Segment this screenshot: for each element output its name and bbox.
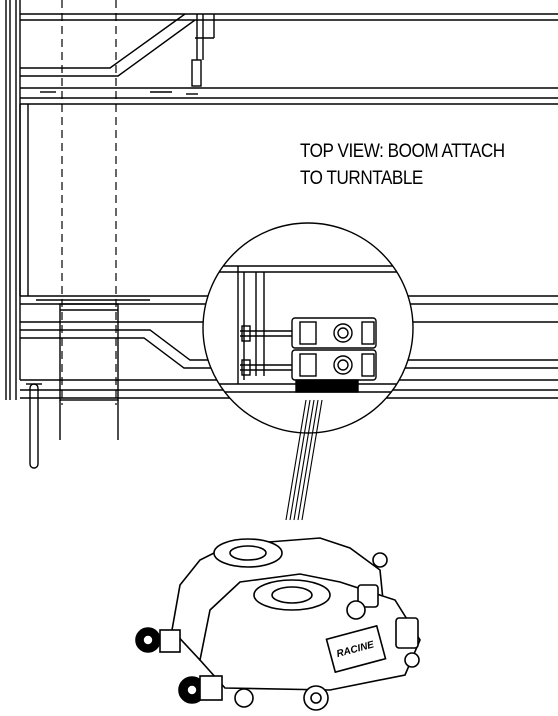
valve-assembly bbox=[135, 537, 421, 711]
caption-line-2: TO TURNTABLE bbox=[300, 168, 423, 189]
dashed-center-lines bbox=[61, 0, 117, 405]
caption-line-1: TOP VIEW: BOOM ATTACH bbox=[300, 141, 505, 162]
hose-leader bbox=[285, 399, 323, 521]
view-caption: TOP VIEW: BOOM ATTACH TO TURNTABLE bbox=[300, 138, 505, 192]
detail-lens bbox=[202, 222, 414, 434]
